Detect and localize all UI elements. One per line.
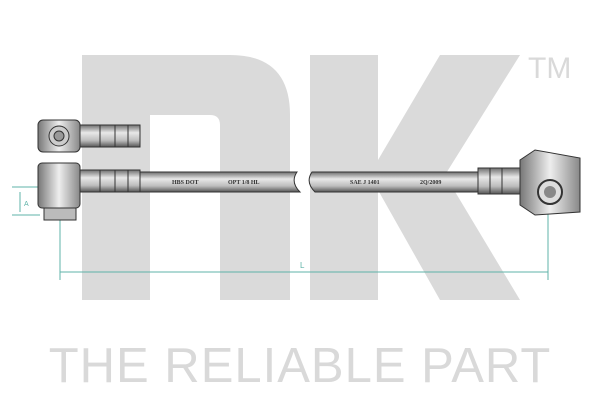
bracket-fitting-right xyxy=(477,149,581,216)
banjo-fitting-left xyxy=(37,162,141,221)
tagline: THE RELIABLE PART xyxy=(48,339,552,393)
a-label: A xyxy=(24,201,29,208)
hose-marking: HBS DOT xyxy=(172,180,199,186)
hose-body xyxy=(139,171,481,193)
hose-marking: 2Q/2009 xyxy=(420,180,441,186)
dimension-lines xyxy=(12,186,549,280)
hose-marking: OPT 1/8 HL xyxy=(228,180,260,186)
banjo-fitting-top xyxy=(37,119,141,153)
length-label: L xyxy=(300,261,305,270)
hose-marking: SAE J 1401 xyxy=(350,180,380,186)
trademark-symbol: TM xyxy=(528,52,572,85)
